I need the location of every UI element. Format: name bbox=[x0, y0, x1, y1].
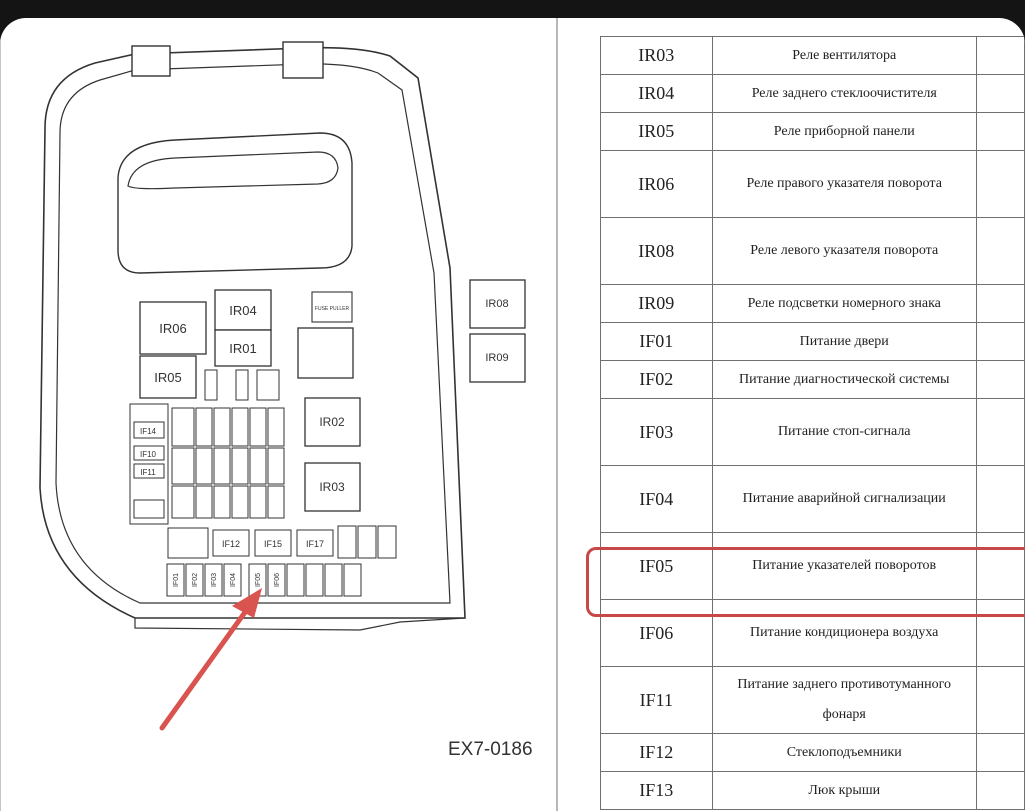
table-row: IR03 Реле вентилятора bbox=[600, 36, 1025, 75]
svg-text:IF12: IF12 bbox=[222, 539, 240, 549]
fuse-code: IF03 bbox=[600, 398, 713, 466]
table-row: IF06 Питание кондиционера воздуха bbox=[600, 599, 1025, 667]
diagram-code: EX7-0186 bbox=[448, 739, 533, 760]
table-row-highlighted: IF05 Питание указателей поворотов bbox=[600, 532, 1025, 600]
svg-text:IF15: IF15 bbox=[264, 539, 282, 549]
svg-text:IR03: IR03 bbox=[319, 480, 345, 494]
fuse-description: Питание двери bbox=[711, 322, 977, 361]
svg-text:IR02: IR02 bbox=[319, 415, 345, 429]
svg-text:IF05: IF05 bbox=[255, 573, 262, 587]
fuse-code: IR03 bbox=[600, 36, 713, 75]
fuse-description: Питание аварийной сигнализации bbox=[711, 465, 977, 533]
red-arrow bbox=[159, 588, 262, 731]
fuse-description: Питание стоп-сигнала bbox=[711, 398, 977, 466]
svg-text:IR09: IR09 bbox=[485, 352, 508, 364]
relay-ir05: IR05 bbox=[139, 355, 197, 399]
svg-text:IR04: IR04 bbox=[229, 303, 256, 318]
content-card: IR06 IR04 IR01 FUSE PULLER IR05 IR02 IR0… bbox=[0, 18, 1025, 811]
fuse-if01: IF01 bbox=[166, 563, 185, 597]
fuse-code: IF01 bbox=[600, 322, 713, 361]
relay-ir01: IR01 bbox=[214, 329, 272, 367]
table-row: IR09 Реле подсветки номерного знака bbox=[600, 284, 1025, 323]
table-row: IF13 Люк крыши bbox=[600, 771, 1025, 810]
fuse-code: IF02 bbox=[600, 360, 713, 399]
svg-text:IF17: IF17 bbox=[306, 539, 324, 549]
svg-text:IF04: IF04 bbox=[230, 573, 237, 587]
relay-ir04: IR04 bbox=[214, 289, 272, 331]
fuse-description: Реле подсветки номерного знака bbox=[711, 284, 977, 323]
svg-text:IR06: IR06 bbox=[159, 321, 186, 336]
top-tab-left bbox=[131, 45, 171, 77]
table-row: IF04 Питание аварийной сигнализации bbox=[600, 465, 1025, 533]
svg-text:IF03: IF03 bbox=[211, 573, 218, 587]
svg-text:IF10: IF10 bbox=[140, 450, 157, 459]
fuse-row-top bbox=[204, 369, 280, 401]
fuse-description: Питание диагностической системы bbox=[711, 360, 977, 399]
relay-ir03: IR03 bbox=[304, 462, 361, 512]
relay-ir09: IR09 bbox=[469, 333, 526, 383]
fuse-puller: FUSE PULLER bbox=[311, 291, 353, 323]
fuse-row-middle: IF12 IF15 IF17 bbox=[167, 525, 397, 559]
fuse-description: Реле вентилятора bbox=[711, 36, 977, 75]
handle-cutout bbox=[117, 132, 353, 274]
top-tab-right bbox=[282, 41, 324, 79]
highlight-box bbox=[586, 547, 1025, 617]
table-row: IF01 Питание двери bbox=[600, 322, 1025, 361]
fuse-code: IR09 bbox=[600, 284, 713, 323]
fuse-description: Люк крыши bbox=[711, 771, 977, 810]
fuse-grid bbox=[171, 407, 285, 519]
fuse-if02: IF02 bbox=[185, 563, 204, 597]
fuse-code: IR05 bbox=[600, 112, 713, 151]
relay-ir08: IR08 bbox=[469, 279, 526, 329]
fuse-if06: IF06 bbox=[267, 563, 286, 597]
fuse-if04: IF04 bbox=[223, 563, 242, 597]
fuse-box-outline bbox=[39, 46, 466, 619]
svg-text:IF01: IF01 bbox=[173, 573, 180, 587]
table-row: IR04 Реле заднего стеклоочистителя bbox=[600, 74, 1025, 113]
fuse-code: IF13 bbox=[600, 771, 713, 810]
svg-text:IF06: IF06 bbox=[274, 573, 281, 587]
fuse-description: Реле левого указателя поворота bbox=[711, 217, 977, 285]
relay-blank bbox=[297, 327, 354, 379]
fuse-description: Питание кондиционера воздуха bbox=[711, 599, 977, 667]
table-row: IF02 Питание диагностической системы bbox=[600, 360, 1025, 399]
fuse-code: IR04 bbox=[600, 74, 713, 113]
table-row: IR06 Реле правого указателя поворота bbox=[600, 150, 1025, 218]
fuse-row-bottom: IF01 IF02 IF03 IF04 IF05 IF06 bbox=[166, 563, 362, 597]
table-row: IF03 Питание стоп-сигнала bbox=[600, 398, 1025, 466]
fuse-group-left: IF14 IF10 IF11 bbox=[129, 403, 169, 525]
fuse-description: Реле заднего стеклоочистителя bbox=[711, 74, 977, 113]
fuse-code: IR06 bbox=[600, 150, 713, 218]
fuse-description: Питание указателей поворотов bbox=[711, 532, 977, 600]
svg-text:IR01: IR01 bbox=[229, 341, 256, 356]
fuse-description: Реле правого указателя поворота bbox=[711, 150, 977, 218]
fuse-code: IF04 bbox=[600, 465, 713, 533]
svg-text:IF14: IF14 bbox=[140, 427, 157, 436]
relay-ir06: IR06 bbox=[139, 301, 207, 355]
relay-ir02: IR02 bbox=[304, 397, 361, 447]
svg-text:IR05: IR05 bbox=[154, 370, 181, 385]
fuse-description: Питание заднего противотуманного фонаря bbox=[711, 666, 977, 734]
svg-text:IR08: IR08 bbox=[485, 298, 508, 310]
table-row: IR05 Реле приборной панели bbox=[600, 112, 1025, 151]
fuse-code: IR08 bbox=[600, 217, 713, 285]
table-row: IR08 Реле левого указателя поворота bbox=[600, 217, 1025, 285]
svg-text:FUSE PULLER: FUSE PULLER bbox=[315, 306, 350, 312]
svg-text:IF02: IF02 bbox=[192, 573, 199, 587]
fuse-description: Реле приборной панели bbox=[711, 112, 977, 151]
fuse-table: IR03 Реле вентилятора IR04 Реле заднего … bbox=[600, 36, 1025, 810]
fuse-code: IF06 bbox=[600, 599, 713, 667]
fuse-box-diagram: IR06 IR04 IR01 FUSE PULLER IR05 IR02 IR0… bbox=[0, 18, 558, 811]
fuse-code: IF11 bbox=[600, 666, 713, 734]
svg-text:IF11: IF11 bbox=[140, 468, 156, 477]
fuse-code: IF12 bbox=[600, 733, 713, 772]
fuse-description: Стеклоподъемники bbox=[711, 733, 977, 772]
table-row: IF12 Стеклоподъемники bbox=[600, 733, 1025, 772]
fuse-if03: IF03 bbox=[204, 563, 223, 597]
table-row: IF11 Питание заднего противотуманного фо… bbox=[600, 666, 1025, 734]
